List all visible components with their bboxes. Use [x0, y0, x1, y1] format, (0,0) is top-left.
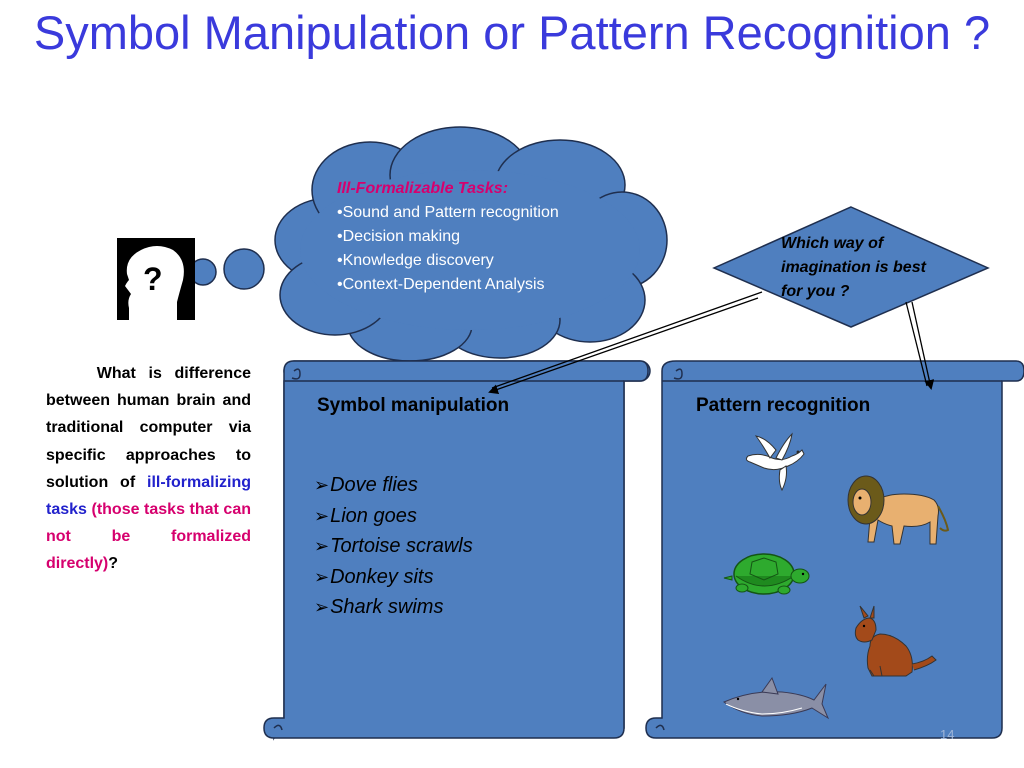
diamond-question: Which way of imagination is best for you…: [781, 235, 926, 300]
question-part-highlight: ill-formalizing tasks: [46, 473, 251, 519]
cloud-item: Knowledge discovery: [337, 249, 607, 273]
arrow-to-pattern: [905, 301, 935, 390]
cloud-item: Context-Dependent Analysis: [337, 273, 607, 297]
question-paragraph: What is difference between human brain a…: [46, 360, 251, 578]
question-part-end: ?: [108, 555, 119, 573]
list-item: Dove flies: [314, 470, 473, 501]
symbol-list: Dove flies Lion goes Tortoise scrawls Do…: [314, 470, 473, 623]
dove-icon: [745, 432, 805, 492]
list-item: Lion goes: [314, 501, 473, 532]
arrow-to-symbol: [488, 291, 763, 395]
decision-diamond: [712, 206, 990, 328]
question-mark-text: ?: [143, 261, 163, 297]
donkey-icon: [854, 605, 937, 677]
list-item: Shark swims: [314, 592, 473, 623]
cloud-content: Ill-Formalizable Tasks: Sound and Patter…: [337, 177, 607, 297]
list-item: Tortoise scrawls: [314, 531, 473, 562]
thinking-person-icon: [117, 238, 195, 320]
list-item: Donkey sits: [314, 562, 473, 593]
cloud-item: Decision making: [337, 225, 607, 249]
shark-icon: [723, 676, 830, 720]
pattern-recognition-heading: Pattern recognition: [696, 395, 871, 416]
question-part-definition: (those tasks that can not be formalized …: [46, 501, 251, 573]
cloud-item: Sound and Pattern recognition: [337, 201, 607, 225]
right-scroll: [645, 360, 1024, 739]
question-part-main: What is difference between human brain a…: [46, 365, 251, 491]
lion-icon: [847, 475, 950, 545]
tortoise-icon: [723, 553, 810, 595]
slide-number: 14: [940, 727, 955, 742]
slide-title: Symbol Manipulation or Pattern Recogniti…: [33, 6, 991, 59]
cloud-heading: Ill-Formalizable Tasks:: [337, 180, 509, 197]
thought-bubble-large: [223, 248, 265, 290]
symbol-manipulation-heading: Symbol manipulation: [317, 395, 510, 416]
